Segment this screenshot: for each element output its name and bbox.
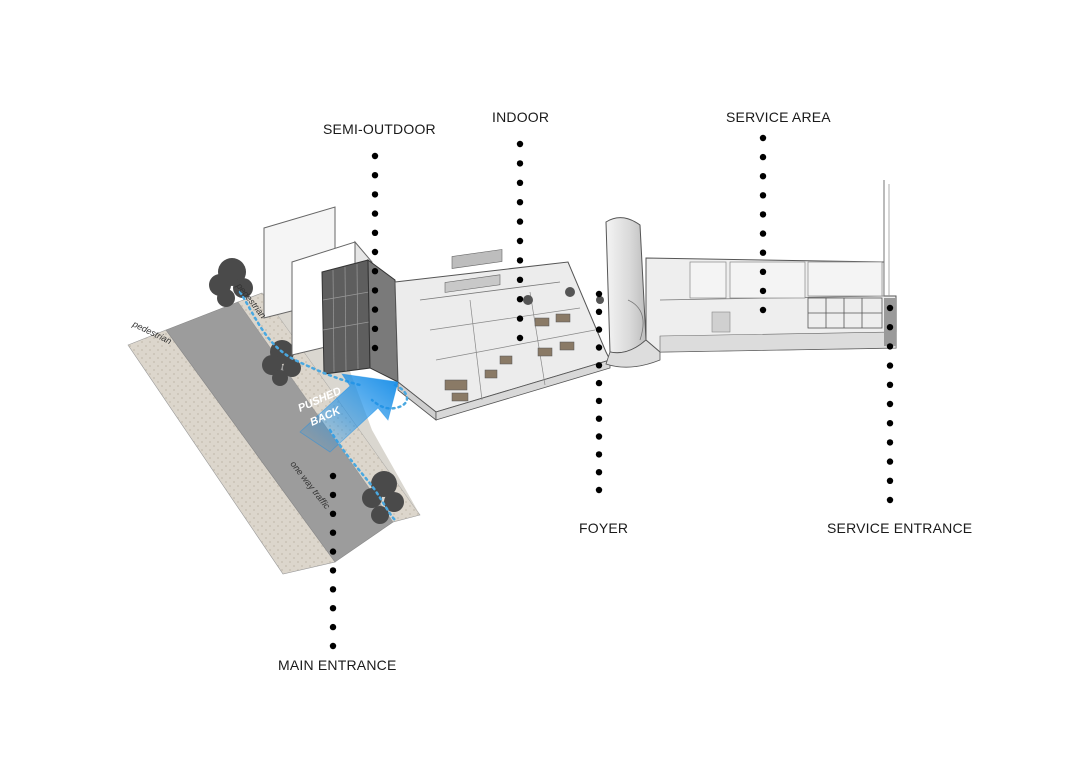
leader-dot <box>595 344 603 351</box>
leader-dot <box>759 134 767 142</box>
leader-dot <box>595 433 603 440</box>
dotted-leader-lines <box>329 134 894 650</box>
leader-service-entrance <box>886 304 894 504</box>
leader-dot <box>516 315 524 322</box>
leader-dot <box>329 491 337 499</box>
leader-dot <box>595 469 603 476</box>
leader-dot <box>329 510 337 517</box>
leader-dot <box>759 249 767 256</box>
leader-dot <box>886 343 894 350</box>
leader-dot <box>371 306 379 313</box>
leader-dot <box>516 199 524 206</box>
semi-outdoor-facade <box>321 258 399 383</box>
pedestrian-path-lower <box>328 428 397 522</box>
tree-1 <box>209 258 253 307</box>
leader-dot <box>759 287 767 295</box>
pedestrian-path-upper <box>238 290 362 387</box>
leader-dot <box>329 586 337 593</box>
leader-dot <box>371 325 379 332</box>
leader-dot <box>759 211 767 218</box>
leader-dot <box>371 210 379 217</box>
leader-service-area <box>759 134 767 314</box>
leader-foyer <box>595 290 603 494</box>
leader-dot <box>759 192 767 199</box>
leader-dot <box>371 248 379 256</box>
leader-dot <box>516 237 524 245</box>
leader-dot <box>886 458 894 465</box>
leader-dot <box>371 229 379 236</box>
leader-dot <box>595 308 603 315</box>
leader-dot <box>595 379 603 387</box>
leader-dot <box>886 400 894 408</box>
label-service-entrance: SERVICE ENTRANCE <box>827 520 973 536</box>
leader-dot <box>595 451 603 458</box>
leader-dot <box>595 326 603 333</box>
leader-dot <box>516 160 524 167</box>
leader-main-entrance <box>329 472 337 650</box>
leader-dot <box>329 472 337 480</box>
dining-tables <box>444 313 575 402</box>
leader-dot <box>516 276 524 283</box>
leader-dot <box>759 230 767 237</box>
leader-dot <box>886 477 894 484</box>
leader-dot <box>329 548 337 555</box>
leader-dot <box>371 268 379 275</box>
foyer-tower <box>605 217 661 368</box>
leader-dot <box>595 290 603 298</box>
leader-dot <box>371 287 379 294</box>
leader-dot <box>886 496 894 504</box>
leader-dot <box>759 306 767 314</box>
leader-dot <box>516 334 524 342</box>
leader-dot <box>759 173 767 180</box>
leader-dot <box>371 191 379 198</box>
leader-dot <box>516 218 524 225</box>
leader-dot <box>329 623 337 631</box>
leader-dot <box>516 179 524 186</box>
leader-dot <box>595 362 603 369</box>
leader-dot <box>329 567 337 574</box>
label-indoor: INDOOR <box>492 109 550 125</box>
leader-dot <box>329 605 337 612</box>
leader-dot <box>886 439 894 446</box>
leader-dot <box>371 152 379 160</box>
label-main-entrance: MAIN ENTRANCE <box>278 657 397 673</box>
leader-dot <box>595 415 603 422</box>
leader-indoor <box>516 140 524 342</box>
label-foyer: FOYER <box>579 520 629 536</box>
leader-dot <box>329 529 337 536</box>
leader-dot <box>595 397 603 405</box>
leader-dot <box>516 257 524 264</box>
leader-dot <box>886 362 894 369</box>
leader-dot <box>371 172 379 179</box>
indoor-building <box>394 249 611 421</box>
leader-dot <box>759 268 767 275</box>
label-semi-outdoor: SEMI-OUTDOOR <box>323 121 436 137</box>
leader-dot <box>516 140 524 148</box>
leader-dot <box>886 420 894 427</box>
leader-dot <box>886 304 894 312</box>
label-service-area: SERVICE AREA <box>726 109 831 125</box>
service-shelving <box>807 297 883 329</box>
leader-dot <box>595 486 603 494</box>
service-wing <box>645 180 897 353</box>
leader-dot <box>886 324 894 331</box>
leader-dot <box>759 153 767 161</box>
leader-dot <box>371 344 379 352</box>
leader-dot <box>329 642 337 650</box>
leader-dot <box>516 296 524 303</box>
leader-dot <box>886 381 894 388</box>
leader-semi-outdoor <box>371 152 379 352</box>
